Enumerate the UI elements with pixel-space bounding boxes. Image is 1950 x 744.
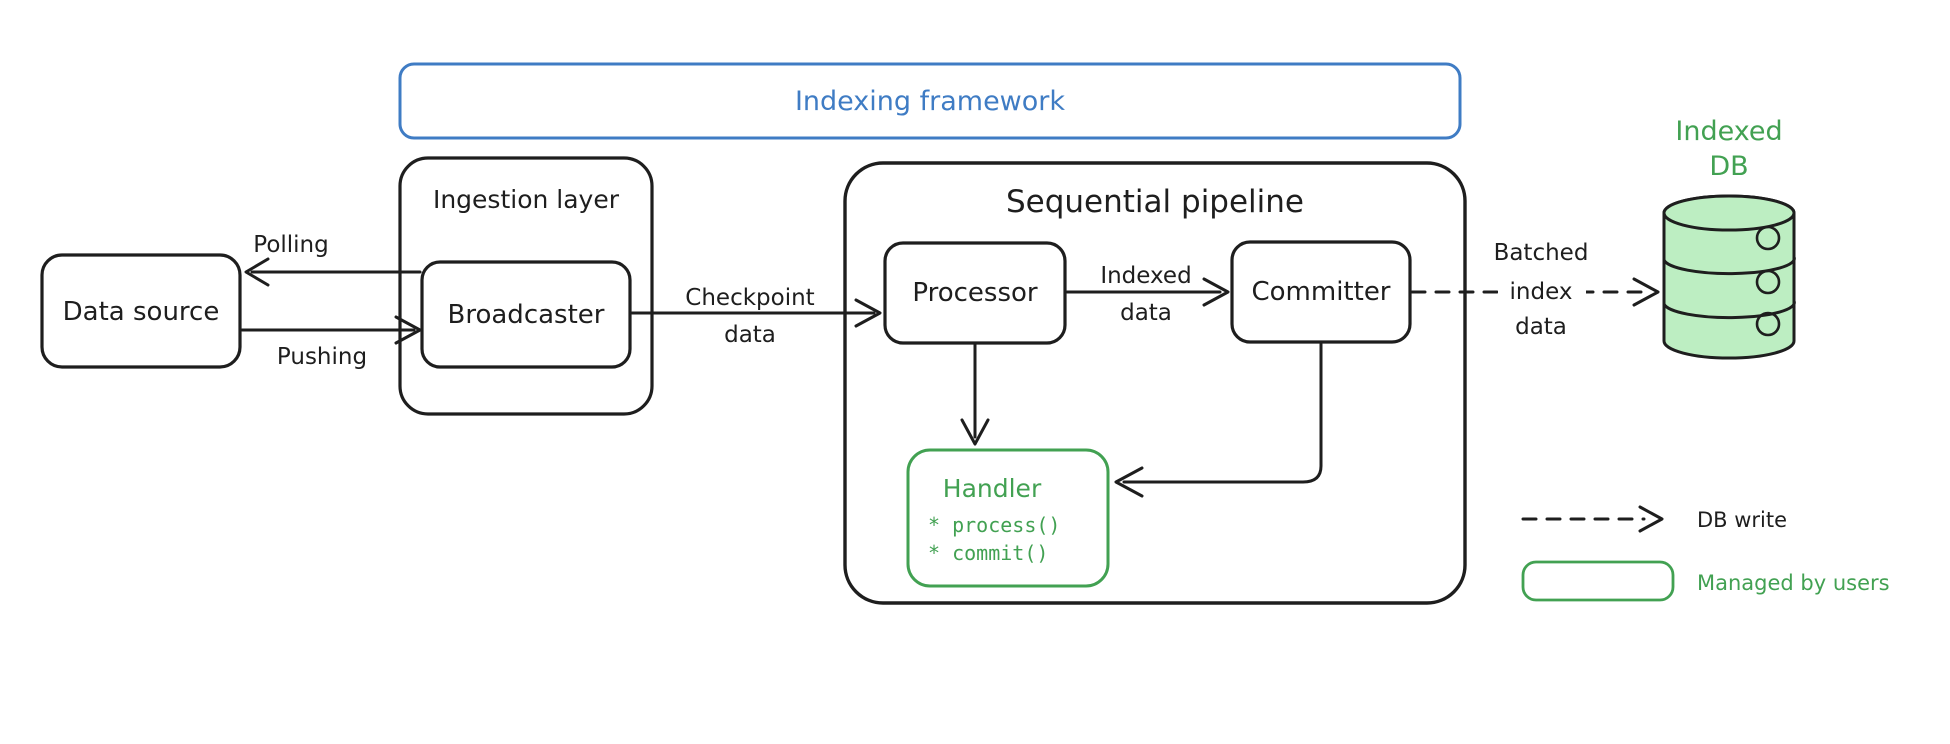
- handler-method-commit: * commit(): [928, 541, 1048, 565]
- batched-index-arrowhead-icon: [1632, 277, 1660, 307]
- processor-label: Processor: [912, 278, 1038, 308]
- db-separator-2: [1662, 300, 1796, 320]
- indexed-data-label-line1: Indexed: [1100, 263, 1191, 289]
- handler-box: [906, 448, 1110, 588]
- sequential-pipeline-label: Sequential pipeline: [1006, 184, 1304, 220]
- committer-box: [1230, 240, 1412, 344]
- committer-to-handler-arrow: [1122, 342, 1323, 484]
- broadcaster-box: [420, 260, 632, 369]
- batched-index-label-line1: Batched: [1494, 240, 1589, 266]
- handler-method-process: * process(): [928, 513, 1060, 537]
- ingestion-layer-label: Ingestion layer: [433, 185, 620, 214]
- legend-db-write-label: DB write: [1697, 508, 1787, 532]
- db-dot-2: [1755, 269, 1781, 295]
- db-separator-1: [1662, 256, 1796, 276]
- handler-title: Handler: [943, 474, 1042, 503]
- db-cylinder-top: [1662, 194, 1796, 232]
- data-source-box: [40, 253, 242, 369]
- db-dot-1: [1755, 225, 1781, 251]
- indexed-db-label-line2: DB: [1709, 151, 1748, 182]
- broadcaster-label: Broadcaster: [448, 300, 605, 330]
- batched-index-label-line3: data: [1515, 314, 1567, 340]
- database-icon: [1662, 194, 1796, 360]
- legend-dashed-arrowhead-icon: [1638, 505, 1664, 533]
- batched-index-label-line2: index: [1510, 279, 1573, 305]
- legend: DB write Managed by users: [1521, 505, 1890, 602]
- db-dot-3: [1755, 311, 1781, 337]
- indexed-db-label-line1: Indexed: [1675, 116, 1782, 147]
- legend-green-box-icon: [1521, 560, 1675, 602]
- committer-label: Committer: [1251, 277, 1390, 307]
- indexing-framework-frame: [398, 62, 1462, 140]
- committer-to-handler-arrowhead-icon: [1114, 466, 1144, 498]
- processor-to-handler-arrowhead-icon: [960, 418, 990, 446]
- indexed-data-arrowhead-icon: [1202, 277, 1230, 307]
- indexed-data-label-line2: data: [1120, 300, 1172, 326]
- batched-index-label-bg: [1498, 274, 1586, 306]
- checkpoint-arrowhead-icon: [854, 298, 882, 328]
- data-source-label: Data source: [63, 297, 220, 327]
- polling-label: Polling: [253, 232, 328, 258]
- indexing-framework-label: Indexing framework: [795, 86, 1065, 117]
- pushing-label: Pushing: [277, 344, 367, 370]
- legend-managed-by-users-label: Managed by users: [1697, 571, 1890, 595]
- polling-arrowhead-icon: [244, 257, 270, 287]
- checkpoint-label-line1: Checkpoint: [685, 285, 814, 311]
- pushing-arrowhead-icon: [394, 315, 422, 345]
- checkpoint-label-line2: data: [724, 322, 776, 348]
